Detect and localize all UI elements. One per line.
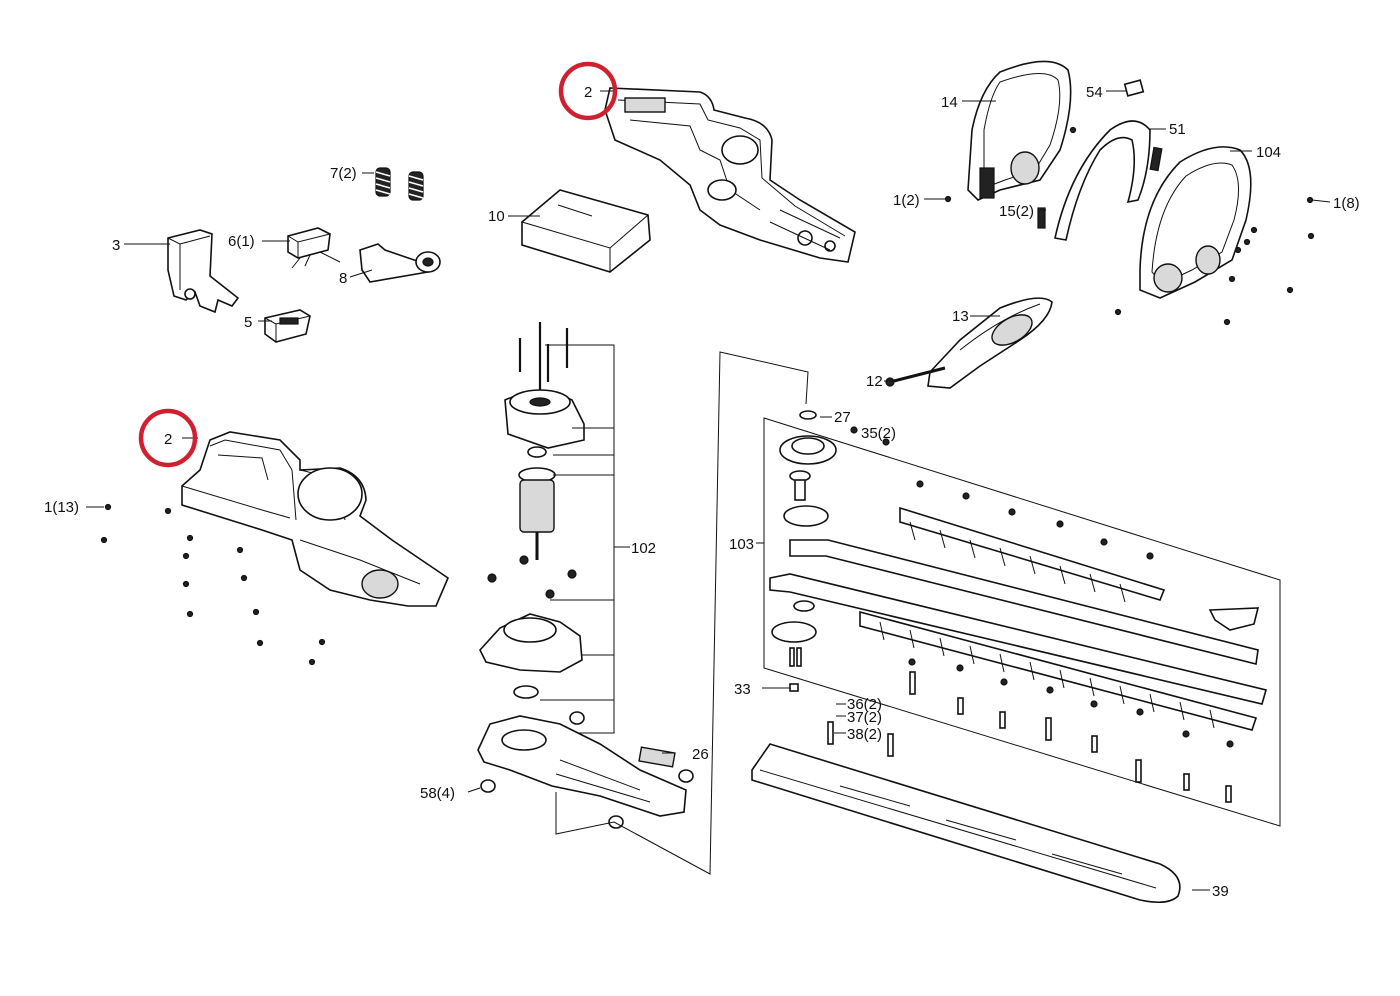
blade-screws [789, 426, 1234, 803]
label-part-1-13: 1(13) [44, 499, 79, 516]
part-103-blade-assembly [763, 410, 1281, 827]
housing-half-top [604, 87, 856, 263]
part-labels: 2 2 1(13) 3 5 6(1) 7(2) 8 10 12 13 14 15… [44, 84, 1360, 900]
highlight-circle-left [138, 408, 198, 468]
label-leaders [86, 90, 1331, 891]
part-6-switch [287, 227, 341, 269]
label-part-104: 104 [1256, 144, 1281, 161]
label-part-15-2: 15(2) [999, 203, 1034, 220]
label-part-58-4: 58(4) [420, 785, 455, 802]
label-part-27: 27 [834, 409, 851, 426]
gear-housing-base [477, 351, 809, 875]
part-7-springs [375, 167, 424, 201]
label-part-33: 33 [734, 681, 751, 698]
label-part-39: 39 [1212, 883, 1229, 900]
loose-screws-left [100, 503, 326, 666]
part-8-lever [359, 243, 441, 283]
label-part-2-left: 2 [164, 431, 172, 448]
label-part-26: 26 [692, 746, 709, 763]
label-part-8: 8 [339, 270, 347, 287]
label-part-2-top: 2 [584, 84, 592, 101]
highlight-circles [138, 61, 618, 468]
label-part-51: 51 [1169, 121, 1186, 138]
part-51-bar [1037, 120, 1163, 241]
assembled-tool-left [181, 431, 449, 607]
label-part-5: 5 [244, 314, 252, 331]
part-102-motor-assembly [479, 322, 630, 734]
part-10-cover [521, 189, 651, 273]
label-part-38-2: 38(2) [847, 726, 882, 743]
label-part-6-1: 6(1) [228, 233, 255, 250]
label-part-54: 54 [1086, 84, 1103, 101]
label-part-14: 14 [941, 94, 958, 111]
part-39-blade-cover [751, 743, 1181, 904]
label-part-10: 10 [488, 208, 505, 225]
label-part-1-8: 1(8) [1333, 195, 1360, 212]
label-part-7-2: 7(2) [330, 165, 357, 182]
part-5-block [264, 309, 311, 343]
part-14-rear-handle [967, 60, 1145, 201]
part-13-guard [885, 297, 1053, 389]
label-part-103: 103 [729, 536, 754, 553]
label-part-13: 13 [952, 308, 969, 325]
label-part-102: 102 [631, 540, 656, 557]
part-104-handle [1139, 146, 1252, 299]
label-part-36-2: 36(2) [847, 696, 882, 713]
label-part-35-2: 35(2) [861, 425, 896, 442]
highlight-circle-top [558, 61, 618, 121]
label-part-12: 12 [866, 373, 883, 390]
label-part-3: 3 [112, 237, 120, 254]
part-3-trigger [167, 229, 240, 314]
label-part-37-2: 37(2) [847, 709, 882, 726]
label-part-1-2: 1(2) [893, 192, 920, 209]
